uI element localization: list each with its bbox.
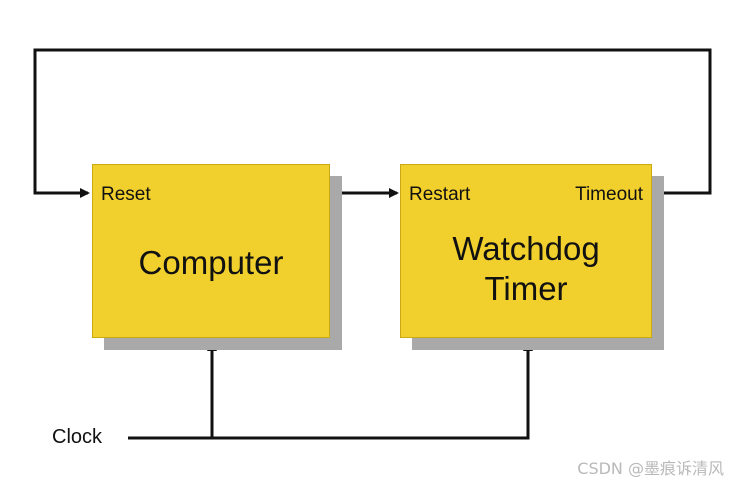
watermark-text: CSDN @墨痕诉清风 (577, 459, 724, 478)
watchdog-title-line1: Watchdog (452, 230, 600, 267)
computer-title: Computer (138, 244, 284, 281)
timeout-port-label: Timeout (575, 184, 643, 205)
watchdog-timer-block: Restart Timeout Watchdog Timer (400, 164, 652, 338)
clock-label: Clock (52, 426, 103, 448)
clock-line (128, 341, 533, 440)
restart-port-label: Restart (409, 184, 471, 205)
watchdog-title-line2: Timer (484, 270, 568, 307)
timeout-feedback-line (33, 48, 712, 198)
computer-block: Reset Computer (92, 164, 330, 338)
reset-port-label: Reset (101, 184, 151, 205)
